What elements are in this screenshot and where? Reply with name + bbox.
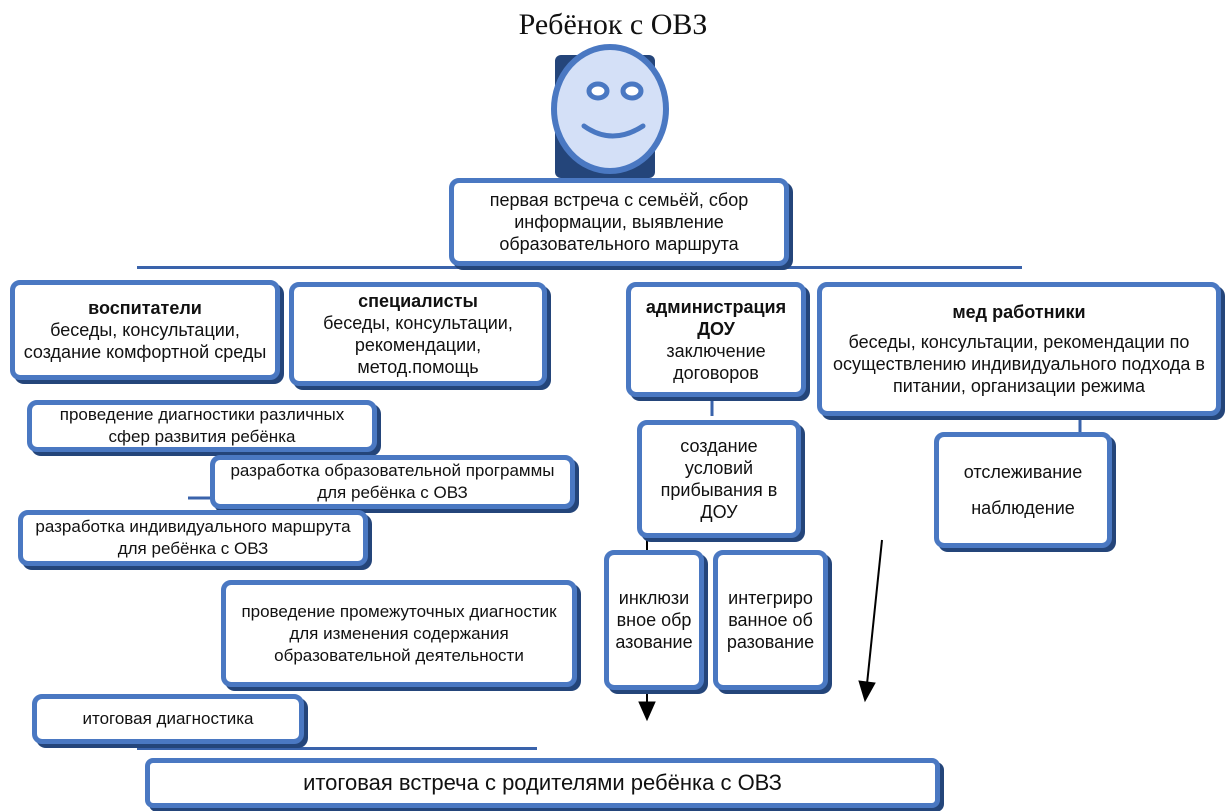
diagnostics-box: проведение диагностики различных сфер ра… <box>27 400 377 452</box>
inclusive-box: инклюзивное образование <box>604 550 704 690</box>
educators-heading: воспитатели <box>88 298 202 318</box>
smiley-face-icon <box>551 44 669 178</box>
integrated-box: интегрированное образование <box>713 550 828 690</box>
conditions-text: создание условий прибывания в ДОУ <box>660 436 778 522</box>
intermediate-box: проведение промежуточных диагностик для … <box>221 580 577 687</box>
program-text: разработка образовательной программы для… <box>230 461 555 502</box>
final-meeting-box: итоговая встреча с родителями ребёнка с … <box>145 758 940 808</box>
administration-box: администрация ДОУ заключение договоров <box>626 282 806 397</box>
specialists-box: специалисты беседы, консультации, рекоме… <box>289 282 547 386</box>
integrated-text: интегрированное образование <box>726 588 815 652</box>
inclusive-text: инклюзивное образование <box>615 588 693 652</box>
medical-box: мед работники беседы, консультации, реко… <box>817 282 1221 416</box>
medical-heading: мед работники <box>952 302 1086 322</box>
final-meeting-text: итоговая встреча с родителями ребёнка с … <box>303 770 782 795</box>
program-box: разработка образовательной программы для… <box>210 455 575 509</box>
first-meeting-box: первая встреча с семьёй, сбор информации… <box>449 178 789 266</box>
specialists-heading: специалисты <box>358 291 478 311</box>
intermediate-text: проведение промежуточных диагностик для … <box>241 601 557 665</box>
route-box: разработка индивидуального маршрута для … <box>18 510 368 566</box>
route-text: разработка индивидуального маршрута для … <box>35 517 351 558</box>
monitoring-box: отслеживание наблюдение <box>934 432 1112 548</box>
diagnostics-text: проведение диагностики различных сфер ра… <box>59 405 345 446</box>
specialists-text: беседы, консультации, рекомендации, мето… <box>323 313 513 377</box>
educators-box: воспитатели беседы, консультации, создан… <box>10 280 280 380</box>
monitoring-text-1: отслеживание <box>963 462 1083 482</box>
divider-line-bottom <box>137 747 537 750</box>
diagram-title: Ребёнок с ОВЗ <box>518 8 708 41</box>
educators-text: беседы, консультации, создание комфортно… <box>23 320 267 362</box>
final-diagnostics-box: итоговая диагностика <box>32 694 304 744</box>
divider-line-top <box>137 266 1022 269</box>
administration-heading: администрация ДОУ <box>645 296 787 339</box>
medical-text: беседы, консультации, рекомендации по ос… <box>833 332 1205 396</box>
conditions-box: создание условий прибывания в ДОУ <box>637 420 801 538</box>
arrow-monitoring-down <box>858 539 883 703</box>
first-meeting-text: первая встреча с семьёй, сбор информации… <box>489 190 749 254</box>
administration-text: заключение договоров <box>666 340 766 383</box>
monitoring-text-2: наблюдение <box>971 498 1075 518</box>
final-diagnostics-text: итоговая диагностика <box>82 709 254 728</box>
